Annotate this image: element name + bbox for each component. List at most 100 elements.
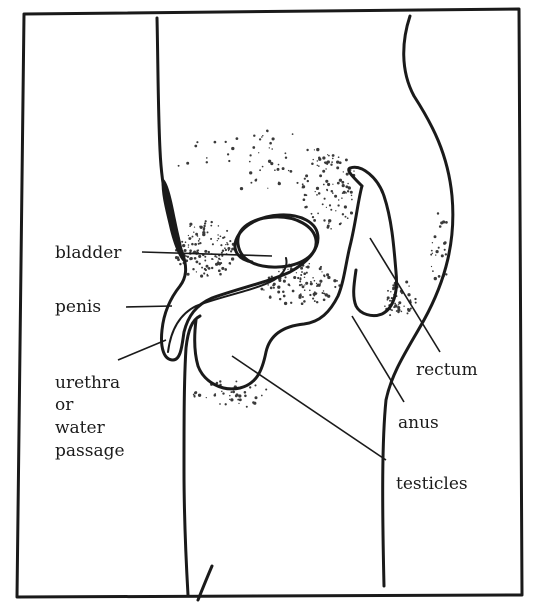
stipple-dot (327, 154, 328, 155)
stipple-dot (342, 213, 344, 215)
stipple-dot (177, 258, 180, 261)
stipple-dot (238, 394, 241, 397)
stipple-dot (206, 161, 208, 163)
stipple-dot (194, 396, 196, 398)
stipple-dot (307, 180, 309, 182)
stipple-dot (289, 285, 290, 286)
stipple-dot (389, 314, 391, 316)
stipple-dot (261, 395, 263, 397)
stipple-dot (178, 165, 180, 167)
stipple-dot (339, 179, 342, 182)
stipple-dot (217, 240, 218, 241)
stipple-dot (249, 386, 251, 388)
stipple-dot (301, 302, 304, 305)
stipple-dot (218, 238, 220, 240)
stipple-dot (345, 185, 348, 188)
stipple-dot (397, 306, 400, 309)
stipple-dot (273, 283, 276, 286)
stipple-dot (194, 392, 197, 395)
stipple-dot (335, 286, 336, 287)
stipple-dot (200, 226, 203, 229)
stipple-dot (194, 145, 197, 148)
stipple-dot (284, 302, 287, 305)
stipple-dot (435, 254, 436, 255)
stipple-dot (302, 183, 304, 185)
stipple-dot (316, 148, 319, 151)
stipple-dot (313, 159, 314, 160)
stipple-dot (384, 305, 386, 307)
stipple-dot (332, 184, 333, 185)
stipple-dot (204, 256, 206, 258)
stipple-dot (328, 222, 329, 223)
stipple-dot (322, 156, 325, 159)
stipple-dot (409, 299, 411, 301)
stipple-dot (212, 243, 214, 245)
stipple-dot (252, 146, 255, 149)
stipple-dot (324, 198, 326, 200)
stipple-dot (263, 289, 264, 290)
stipple-dot (269, 295, 271, 297)
stipple-dot (347, 183, 349, 185)
stipple-dot (414, 298, 416, 300)
penis-leader (126, 306, 172, 307)
stipple-dot (335, 210, 336, 211)
stipple-dot (301, 271, 303, 273)
stipple-dot (323, 184, 325, 186)
stipple-dot (220, 262, 222, 264)
pubic-shading (162, 178, 184, 262)
stipple-dot (296, 272, 297, 273)
stipple-dot (211, 258, 213, 260)
stipple-dot (430, 254, 432, 256)
rectum-leader (370, 238, 440, 352)
stipple-dot (238, 403, 239, 404)
label-bladder: bladder (55, 243, 122, 263)
stipple-dot (207, 275, 209, 277)
stipple-dot (309, 290, 311, 292)
stipple-dot (317, 284, 320, 287)
stipple-dot (219, 259, 220, 260)
stipple-dot (201, 267, 203, 269)
stipple-dot (410, 308, 412, 310)
stipple-dot (259, 169, 261, 171)
stipple-dot (322, 203, 324, 205)
stipple-dot (191, 243, 194, 246)
stipple-dot (292, 133, 294, 135)
stipple-dot (216, 256, 218, 258)
stipple-dot (192, 236, 194, 238)
stipple-dot (303, 300, 306, 303)
stipple-dot (227, 243, 229, 245)
stipple-dot (246, 406, 248, 408)
stipple-dot (432, 242, 433, 243)
stipple-dot (220, 235, 222, 237)
stipple-dot (309, 263, 310, 264)
stipple-dot (315, 292, 317, 294)
stipple-dot (314, 300, 316, 302)
stipple-dot (198, 243, 200, 245)
stipple-dot (345, 192, 347, 194)
stipple-dot (231, 257, 234, 260)
stipple-dot (182, 244, 185, 247)
stipple-dot (271, 148, 273, 150)
stipple-dot (342, 184, 345, 187)
stipple-dot (408, 285, 409, 286)
stipple-dot (193, 232, 194, 233)
stipple-dot (207, 231, 209, 233)
stipple-dot (306, 272, 308, 274)
stipple-dot (204, 222, 206, 224)
stipple-dot (283, 280, 286, 283)
stipple-dot (303, 272, 306, 275)
stipple-dot (204, 260, 206, 262)
stipple-dot (198, 394, 201, 397)
stipple-dot (437, 212, 439, 214)
stipple-dot (316, 301, 318, 303)
stipple-dot (311, 162, 314, 165)
stipple-dot (336, 166, 339, 169)
stipple-dot (298, 296, 301, 299)
stipple-dot (389, 300, 391, 302)
label-penis: penis (55, 297, 101, 317)
stipple-dot (222, 250, 224, 252)
stipple-dot (322, 170, 325, 173)
stipple-dot (196, 250, 198, 252)
stipple-shading (175, 130, 448, 408)
